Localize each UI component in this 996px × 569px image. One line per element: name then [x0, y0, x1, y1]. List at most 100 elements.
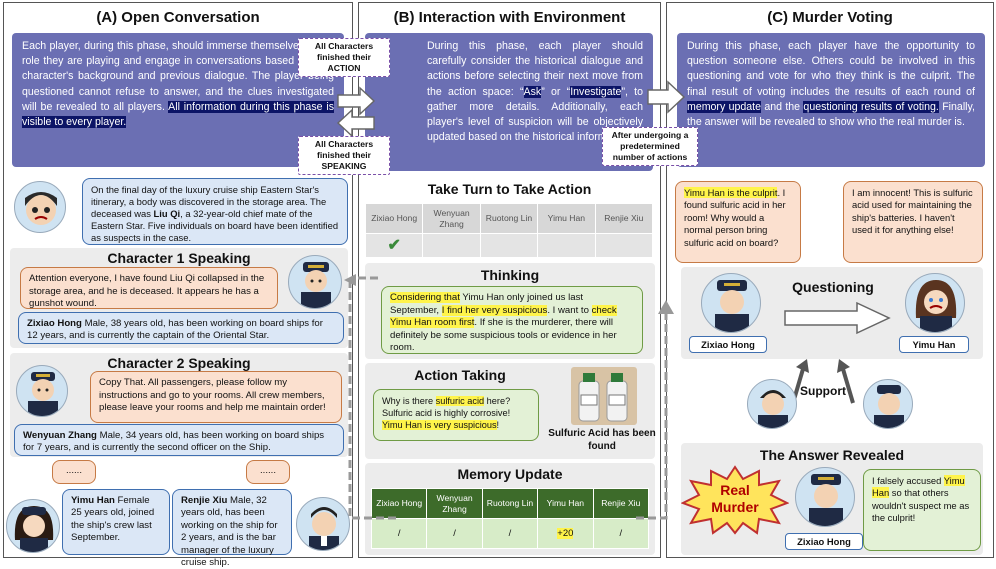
memory-value-0: / — [370, 518, 428, 549]
speaking-finished-label: All Characters finished their SPEAKING — [298, 136, 390, 175]
character-4-name: Renjie Xiu — [181, 495, 228, 506]
turn-player-2: Ruotong Lin — [479, 203, 539, 234]
turn-player-4: Renjie Xiu — [594, 203, 654, 234]
panel-a-intro: Each player, during this phase, should i… — [12, 33, 344, 167]
accused-name: Yimu Han — [899, 336, 969, 353]
confession-text-2: so that others wouldn't suspect me as th… — [872, 487, 970, 524]
character-2-bio-text: Male, 34 years old, has been working on … — [23, 430, 325, 454]
turn-cell-3 — [537, 233, 596, 258]
panel-c-intro-text-3: Finally, the answer will be revealed to … — [687, 100, 975, 129]
turn-title: Take Turn to Take Action — [427, 181, 592, 197]
action-text-3: ! — [496, 420, 500, 430]
accusation-text: . I found sulfuric acid in her room! Why… — [684, 187, 786, 248]
memory-value-2: / — [481, 518, 539, 549]
panel-murder-voting: (C) Murder Voting During this phase, eac… — [666, 2, 994, 558]
turn-player-3: Yimu Han — [537, 203, 596, 234]
panel-c-highlight-2: questioning results of voting. — [803, 100, 939, 113]
think-text-1: Yimu Han only joined us last September, — [390, 292, 584, 316]
defense-bubble: I am innocent! This is sulfuric acid use… — [843, 181, 983, 263]
arrow-a-to-b — [336, 86, 376, 121]
culprit-name: Zixiao Hong — [785, 533, 863, 550]
officer-avatar — [16, 365, 68, 417]
action-ask: Ask — [523, 85, 542, 98]
action-text-2: here? Sulfuric acid is highly corrosive! — [382, 396, 511, 418]
character-1-speech: Attention everyone, I have found Liu Qi … — [20, 267, 278, 309]
thinking-title: Thinking — [480, 267, 540, 283]
check-icon: ✔ — [364, 233, 424, 258]
character-2-speech: Copy That. All passengers, please follow… — [90, 371, 342, 423]
panel-c-intro-text-2: and the — [761, 100, 804, 113]
character-1-bio-text: Male, 38 years old, has been working on … — [27, 318, 323, 342]
panel-b-intro-text: During this phase, each player should ca… — [427, 40, 643, 98]
panel-open-conversation: (A) Open Conversation Each player, durin… — [3, 2, 353, 568]
action-finished-label: All Characters finished their ACTION — [298, 38, 390, 77]
character-1-name: Zixiao Hong — [27, 318, 82, 329]
character-3-bio: Yimu Han Female 25 years old, joined the… — [62, 489, 170, 555]
panel-c-title: (C) Murder Voting — [767, 9, 893, 26]
character-3-bio-text: Female 25 years old, joined the ship's c… — [71, 495, 155, 544]
turn-cell-4 — [594, 233, 654, 258]
character-2-bio: Wenyuan Zhang Male, 34 years old, has be… — [14, 424, 344, 456]
character-3-name: Yimu Han — [71, 495, 115, 506]
action-text-1: Why is there — [382, 396, 436, 406]
character-2-heading: Character 2 Speaking — [107, 355, 251, 371]
real-murder-label: Real Murder — [711, 482, 759, 515]
yimu-han-avatar — [6, 499, 60, 553]
memory-value-3: +20 — [537, 518, 594, 549]
panel-c-highlight-1: memory update — [687, 100, 761, 113]
turn-player-0: Zixiao Hong — [364, 203, 424, 234]
captain-avatar — [288, 255, 342, 309]
character-1-heading: Character 1 Speaking — [107, 250, 251, 266]
accused-avatar — [905, 273, 965, 333]
think-highlight-2: I find her very suspicious — [441, 304, 548, 316]
turn-cell-2 — [479, 233, 539, 258]
think-text-2: . I want to — [547, 304, 592, 316]
confession-bubble: I falsely accused Yimu Han so that other… — [863, 469, 981, 551]
victim-name: Liu Qi — [153, 208, 181, 219]
acid-found-caption: Sulfuric Acid has been found — [548, 428, 656, 452]
character-2-name: Wenyuan Zhang — [23, 430, 97, 441]
ellipsis-bubble-left: ...... — [52, 460, 96, 484]
turn-player-1: Wenyuan Zhang — [422, 203, 481, 234]
panel-c-intro-text: During this phase, each player have the … — [687, 40, 975, 98]
memory-player-3: Yimu Han — [537, 488, 594, 519]
memory-highlight-value: +20 — [557, 528, 574, 539]
accusation-bubble: Yimu Han is the culprit. I found sulfuri… — [675, 181, 801, 263]
action-investigate: Investigate — [570, 85, 622, 98]
narrator-avatar — [14, 181, 66, 233]
narration-text-2: , a 32-year-old chief mate of the Easter… — [91, 208, 339, 243]
turn-cell-1 — [422, 233, 481, 258]
character-1-bio: Zixiao Hong Male, 38 years old, has been… — [18, 312, 344, 344]
accusation-highlight: Yimu Han is the culprit — [684, 187, 778, 198]
questioning-label: Questioning — [792, 279, 874, 295]
culprit-avatar — [795, 467, 855, 527]
questioning-arrow — [783, 301, 893, 340]
thinking-bubble: Considering that Yimu Han only joined us… — [381, 286, 643, 354]
reveal-title: The Answer Revealed — [759, 447, 905, 463]
support-label: Support — [800, 384, 846, 398]
supporter-2-avatar — [863, 379, 913, 429]
action-bubble: Why is there sulfuric acid here? Sulfuri… — [373, 389, 539, 441]
memory-player-0: Zixiao Hong — [370, 488, 428, 519]
arrow-b-to-a — [336, 108, 376, 143]
panel-b-intro-text-3: ”, to gather more details. Additionally,… — [427, 85, 643, 144]
rounds-finished-label: After undergoing a predetermined number … — [602, 127, 698, 166]
memory-value-1: / — [426, 518, 483, 549]
memory-value-4: / — [592, 518, 650, 549]
real-murder-burst — [680, 465, 790, 535]
memory-title: Memory Update — [457, 466, 563, 482]
narration-bubble: On the final day of the luxury cruise sh… — [82, 178, 348, 245]
arrow-b-to-c — [646, 80, 686, 119]
acid-bottles-image — [571, 367, 637, 425]
panel-a-title: (A) Open Conversation — [96, 9, 260, 26]
memory-player-4: Renjie Xiu — [592, 488, 650, 519]
panel-b-intro-text-2: ” or “ — [541, 85, 571, 98]
panel-interaction: (B) Interaction with Environment During … — [358, 2, 661, 558]
narration-text: On the final day of the luxury cruise sh… — [91, 184, 327, 219]
ellipsis-bubble-right: ...... — [246, 460, 290, 484]
connector-lines — [336, 270, 676, 535]
action-highlight-2: Yimu Han is very suspicious — [382, 420, 497, 430]
accuser-avatar — [701, 273, 761, 333]
